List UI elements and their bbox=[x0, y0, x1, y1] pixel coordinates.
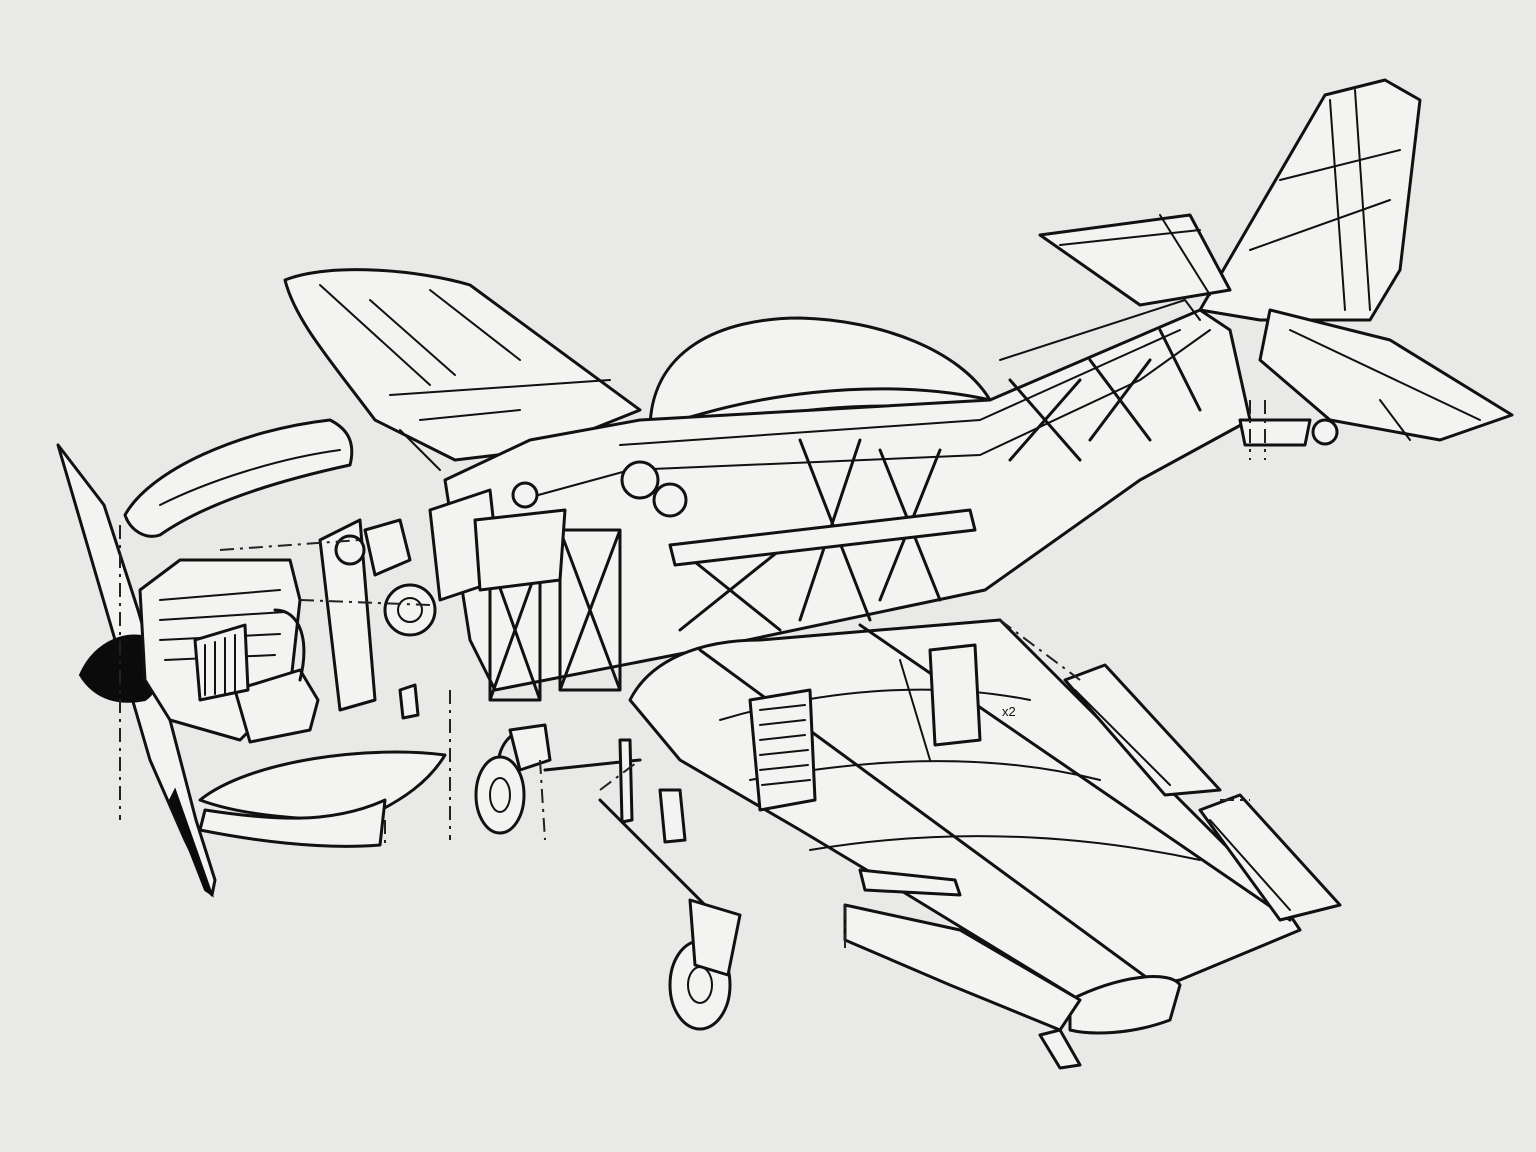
lower-cowling bbox=[198, 750, 447, 848]
right-stabilizer bbox=[1258, 308, 1514, 442]
propeller bbox=[56, 443, 217, 898]
engine bbox=[138, 558, 320, 744]
vertical-tail bbox=[1198, 78, 1422, 322]
upper-cowling bbox=[123, 418, 354, 538]
main-gear bbox=[474, 723, 742, 1031]
annotation-label: x2 bbox=[1002, 704, 1016, 719]
engine-mount bbox=[318, 518, 437, 720]
assembly-lines bbox=[119, 525, 1250, 950]
fuselage-frame bbox=[428, 328, 1202, 702]
left-stabilizer bbox=[1038, 213, 1232, 307]
aileron bbox=[1063, 663, 1222, 797]
wing-tip bbox=[1038, 975, 1182, 1070]
right-wing bbox=[628, 618, 1302, 1002]
leading-edge-fairing bbox=[843, 868, 1082, 1032]
tail-wheel bbox=[1238, 400, 1339, 460]
